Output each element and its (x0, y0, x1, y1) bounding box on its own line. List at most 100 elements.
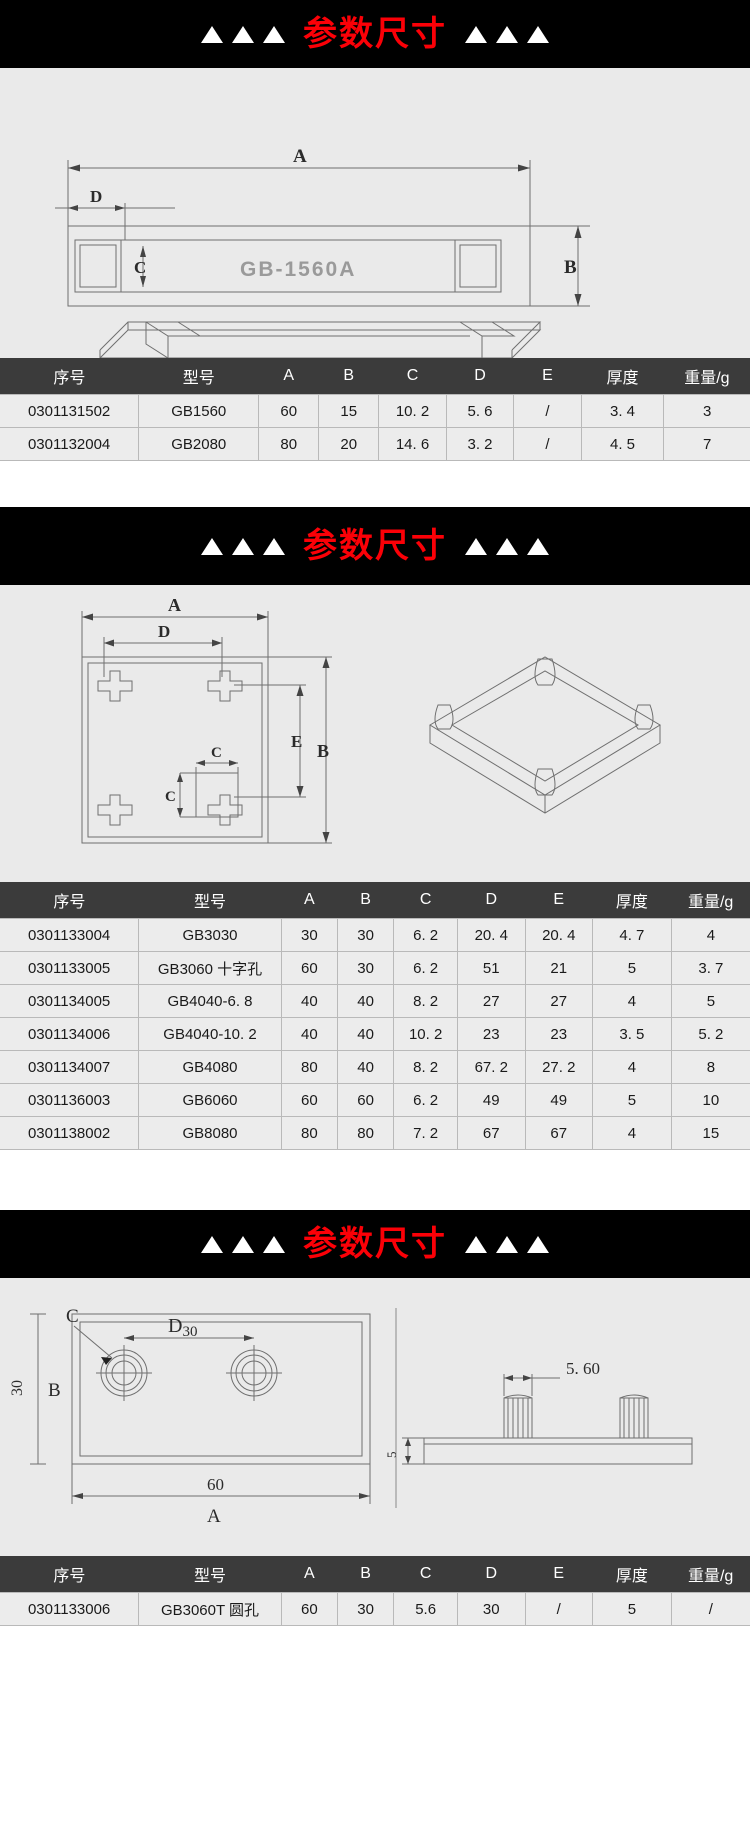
cell-weight: 7 (663, 427, 750, 461)
col-header-a: A (258, 358, 319, 395)
cell-model: GB4080 (138, 1050, 282, 1084)
section-banner-1: 参数尺寸 (0, 0, 750, 68)
dim-label-b: B (48, 1380, 61, 1401)
cell-weight: / (671, 1592, 750, 1626)
banner-title-2: 参数尺寸 (303, 526, 447, 566)
cell-weight: 8 (671, 1050, 750, 1084)
col-header-c: C (378, 358, 447, 395)
dim-label-c: C (66, 1306, 79, 1327)
cell-e: 49 (525, 1083, 593, 1117)
cell-weight: 4 (671, 918, 750, 952)
cell-weight: 5. 2 (671, 1017, 750, 1051)
banner-title-3: 参数尺寸 (303, 1224, 447, 1264)
triangle-icon (201, 25, 223, 43)
triangles-right-2 (465, 537, 549, 555)
col-header-seq: 序号 (0, 358, 139, 395)
triangle-icon (527, 1235, 549, 1253)
dim-label-d: D (90, 187, 102, 206)
triangle-icon (263, 1235, 285, 1253)
col-header-b: B (337, 882, 394, 919)
cell-weight: 3 (663, 394, 750, 428)
cell-e: 67 (525, 1116, 593, 1150)
table-row: 0301136003 GB6060 60 60 6. 2 49 49 5 10 (0, 1083, 750, 1117)
section-gap-2 (0, 1150, 750, 1210)
cell-e: / (513, 427, 582, 461)
cell-b: 30 (337, 1592, 395, 1626)
cell-model: GB1560 (138, 394, 260, 428)
col-header-d: D (457, 1556, 525, 1593)
dim-label-a: A (168, 595, 181, 615)
cell-e: 27. 2 (525, 1050, 593, 1084)
table-row: 0301133006 GB3060T 圆孔 60 30 5.6 30 / 5 / (0, 1592, 750, 1626)
cell-thickness: 4 (592, 1050, 672, 1084)
dim-label-e: E (291, 732, 302, 751)
col-header-d: D (457, 882, 525, 919)
cell-c: 7. 2 (393, 1116, 458, 1150)
col-header-weight: 重量/g (671, 882, 750, 919)
dim-value-5: 5 (384, 1452, 399, 1459)
triangles-right-3 (465, 1235, 549, 1253)
triangle-icon (465, 1235, 487, 1253)
cell-model: GB3060T 圆孔 (138, 1592, 282, 1626)
cell-thickness: 4. 5 (581, 427, 665, 461)
cell-weight: 3. 7 (671, 951, 750, 985)
section-banner-2: 参数尺寸 (0, 507, 750, 585)
cell-weight: 10 (671, 1083, 750, 1117)
cell-model: GB2080 (138, 427, 260, 461)
cell-d: 49 (457, 1083, 526, 1117)
cell-thickness: 3. 4 (581, 394, 665, 428)
table-row: 0301133005 GB3060 十字孔 60 30 6. 2 51 21 5… (0, 951, 750, 985)
technical-drawing-1: A D C B GB-1560A (0, 68, 750, 358)
col-header-seq: 序号 (0, 882, 139, 919)
cell-seq: 0301134007 (0, 1050, 140, 1084)
col-header-model: 型号 (138, 358, 259, 395)
cell-seq: 0301134006 (0, 1017, 140, 1051)
cell-a: 30 (281, 918, 339, 952)
technical-drawing-2: A D E B C C (0, 585, 750, 882)
cell-b: 40 (337, 984, 395, 1018)
cell-thickness: 5 (592, 1592, 672, 1626)
cell-d: 23 (457, 1017, 526, 1051)
triangle-icon (496, 1235, 518, 1253)
banner-title-1: 参数尺寸 (303, 14, 447, 54)
cell-c: 8. 2 (393, 1050, 458, 1084)
cell-model: GB3060 十字孔 (138, 951, 282, 985)
cell-c: 5.6 (393, 1592, 458, 1626)
cell-d: 5. 6 (446, 394, 515, 428)
col-header-a: A (281, 1556, 338, 1593)
triangle-icon (232, 1235, 254, 1253)
part-label: GB-1560A (240, 258, 356, 281)
cell-c: 6. 2 (393, 918, 458, 952)
triangle-icon (232, 25, 254, 43)
technical-drawing-3: 30 B C D30 60 A 5. 60 5 (0, 1278, 750, 1556)
cell-e: 23 (525, 1017, 593, 1051)
triangles-right-1 (465, 25, 549, 43)
triangle-icon (201, 1235, 223, 1253)
cell-seq: 0301134005 (0, 984, 140, 1018)
dim-label-c-vertical: C (165, 789, 176, 805)
dim-label-d: D (158, 622, 170, 641)
col-header-weight: 重量/g (663, 358, 750, 395)
table-row: 0301138002 GB8080 80 80 7. 2 67 67 4 15 (0, 1116, 750, 1150)
cell-b: 30 (337, 951, 395, 985)
cell-a: 60 (258, 394, 320, 428)
cell-b: 60 (337, 1083, 395, 1117)
cell-e: / (513, 394, 582, 428)
col-header-seq: 序号 (0, 1556, 139, 1593)
cell-thickness: 4. 7 (592, 918, 672, 952)
cell-b: 80 (337, 1116, 395, 1150)
cell-seq: 0301133006 (0, 1592, 140, 1626)
table-header-row: 序号 型号 A B C D E 厚度 重量/g (0, 358, 750, 395)
spec-table-3: 序号 型号 A B C D E 厚度 重量/g 0301133006 GB306… (0, 1556, 750, 1626)
cell-seq: 0301133005 (0, 951, 140, 985)
cell-model: GB8080 (138, 1116, 282, 1150)
triangle-icon (232, 537, 254, 555)
table-row: 0301133004 GB3030 30 30 6. 2 20. 4 20. 4… (0, 918, 750, 952)
cell-thickness: 4 (592, 1116, 672, 1150)
cell-thickness: 4 (592, 984, 672, 1018)
cell-d: 3. 2 (446, 427, 515, 461)
triangle-icon (263, 25, 285, 43)
cell-model: GB4040-10. 2 (138, 1017, 282, 1051)
dim-value-30: 30 (9, 1380, 26, 1396)
cell-model: GB3030 (138, 918, 282, 952)
